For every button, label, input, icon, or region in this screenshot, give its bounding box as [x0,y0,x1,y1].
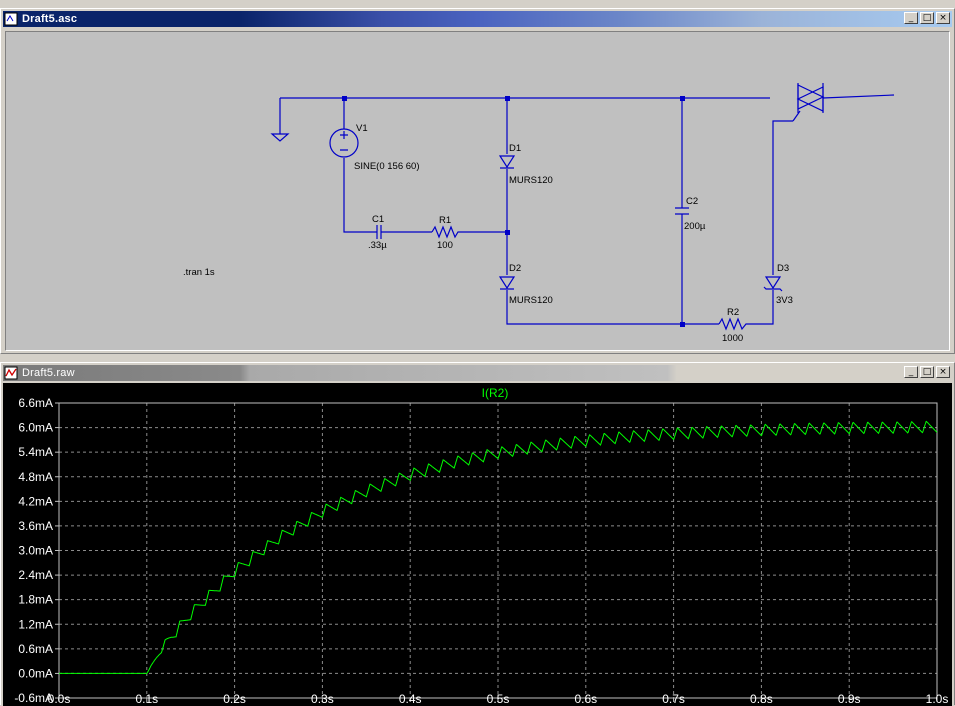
waveform-icon [4,366,18,380]
r1-resistor[interactable] [431,225,460,239]
schematic-restore-button[interactable]: □ [920,12,934,24]
d1-diode[interactable] [498,155,516,169]
v1-value[interactable]: SINE(0 156 60) [354,161,419,172]
schematic-window-buttons: _ □ × [904,12,950,24]
c1-value[interactable]: .33µ [368,240,387,251]
wire-d2-bottom[interactable] [506,290,719,325]
schematic-drawing[interactable]: V1 SINE(0 156 60) C1 .33µ R1 100 D1 MURS… [6,32,951,350]
junction-dots [342,96,685,327]
r1-label[interactable]: R1 [439,215,451,226]
plot-titlebar[interactable]: Draft5.raw _ □ × [3,365,952,381]
y-tick-label: -0.6mA [14,691,53,705]
x-tick-label: 0.4s [399,692,422,706]
ground-symbol [270,133,290,142]
schematic-window-title: Draft5.asc [22,13,78,25]
trace-label-i-r2[interactable]: I(R2) [482,386,509,400]
x-tick-label: 0.0s [48,692,71,706]
plot-restore-button[interactable]: □ [920,366,934,378]
schematic-canvas[interactable]: V1 SINE(0 156 60) C1 .33µ R1 100 D1 MURS… [5,31,950,351]
d2-diode[interactable] [498,276,516,290]
y-tick-label: 3.0mA [18,544,53,558]
y-tick-label: 5.4mA [18,445,53,459]
schematic-document-icon [4,12,18,26]
c2-value[interactable]: 200µ [684,221,706,232]
wire-d3-gate[interactable] [772,120,793,275]
y-tick-label: 0.0mA [18,666,53,680]
d3-value[interactable]: 3V3 [776,295,793,306]
y-tick-label: 4.2mA [18,494,53,508]
r2-value[interactable]: 1000 [722,333,743,344]
r1-value[interactable]: 100 [437,240,453,251]
plot-window-buttons: _ □ × [904,366,950,378]
x-tick-label: 0.7s [662,692,685,706]
y-tick-label: 3.6mA [18,519,53,533]
x-tick-label: 0.8s [750,692,773,706]
y-tick-label: 2.4mA [18,568,53,582]
x-tick-label: 0.6s [574,692,597,706]
d1-value[interactable]: MURS120 [509,175,553,186]
y-tick-label: 1.8mA [18,593,53,607]
wire-triac-out[interactable] [822,94,895,99]
wire-v1-bottom[interactable] [343,158,374,233]
x-tick-label: 0.3s [311,692,334,706]
y-tick-label: 1.2mA [18,617,53,631]
x-tick-label: 1.0s [926,692,949,706]
c2-label[interactable]: C2 [686,196,698,207]
r2-label[interactable]: R2 [727,307,739,318]
plot-window-title: Draft5.raw [22,367,75,379]
c2-capacitor[interactable] [675,207,689,215]
d2-label[interactable]: D2 [509,263,521,274]
plot-close-button[interactable]: × [936,366,950,378]
schematic-close-button[interactable]: × [936,12,950,24]
plot-minimize-button[interactable]: _ [904,366,918,378]
x-tick-label: 0.1s [135,692,158,706]
triac-symbol[interactable] [792,83,825,122]
x-tick-label: 0.2s [223,692,246,706]
d2-value[interactable]: MURS120 [509,295,553,306]
x-tick-label: 0.5s [487,692,510,706]
d3-label[interactable]: D3 [777,263,789,274]
c1-capacitor[interactable] [374,225,384,239]
wire-r2-d3[interactable] [749,290,774,325]
schematic-minimize-button[interactable]: _ [904,12,918,24]
d3-zener-diode[interactable] [763,276,783,292]
y-tick-label: 6.0mA [18,421,53,435]
y-tick-label: 0.6mA [18,642,53,656]
schematic-titlebar[interactable]: Draft5.asc _ □ × [3,11,952,27]
trace-i-r2[interactable] [59,420,938,674]
schematic-window: Draft5.asc _ □ × [0,8,955,354]
r2-resistor[interactable] [718,317,749,331]
v1-voltage-source[interactable] [329,128,359,158]
x-tick-label: 0.9s [838,692,861,706]
tran-directive[interactable]: .tran 1s [183,267,215,278]
y-tick-label: 6.6mA [18,396,53,410]
trace-layer [59,420,938,674]
c1-label[interactable]: C1 [372,214,384,225]
y-tick-label: 4.8mA [18,470,53,484]
plot-axes: 0.0s 0.1s 0.2s 0.3s 0.4s 0.5s 0.6s 0.7s 0.8s 0.9s… [14,396,948,706]
v1-label[interactable]: V1 [356,123,368,134]
d1-label[interactable]: D1 [509,143,521,154]
plot-grid [59,403,937,698]
